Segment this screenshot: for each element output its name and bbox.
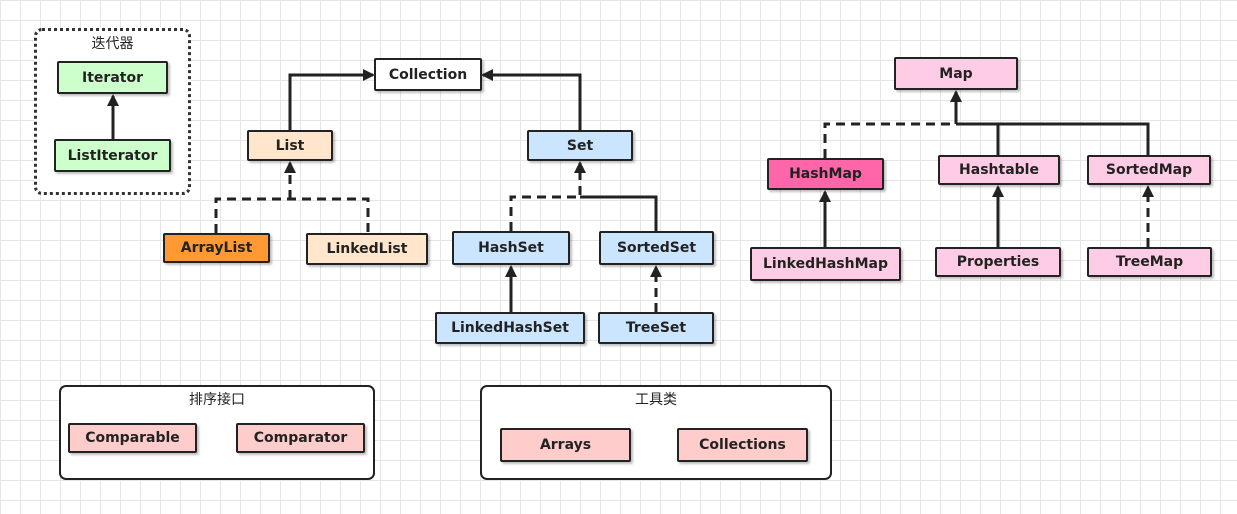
linkedlist-node[interactable]: LinkedList: [306, 233, 428, 265]
connector-arraylist-list: [214, 197, 370, 233]
comparable-node[interactable]: Comparable: [68, 423, 197, 453]
connector-hashtable-map: [956, 122, 1000, 155]
collections-node[interactable]: Collections: [677, 428, 808, 462]
linkedhashmap-node[interactable]: LinkedHashMap: [750, 247, 901, 281]
linkedhashset-node[interactable]: LinkedHashSet: [435, 312, 585, 344]
hashset-node[interactable]: HashSet: [452, 231, 570, 265]
arraylist-node[interactable]: ArrayList: [163, 233, 270, 263]
connector-sortedset-set: [580, 195, 658, 231]
connector-set-collection: [481, 69, 582, 130]
map-node[interactable]: Map: [894, 57, 1018, 90]
sort-interface-group-title: 排序接口: [189, 392, 245, 408]
listiterator-node[interactable]: ListIterator: [54, 139, 171, 172]
connector-hashmap-map: [823, 122, 956, 158]
treemap-node[interactable]: TreeMap: [1087, 247, 1212, 277]
arrays-node[interactable]: Arrays: [500, 428, 631, 462]
treeset-node[interactable]: TreeSet: [598, 312, 714, 344]
iterator-group-title: 迭代器: [91, 36, 134, 52]
collection-node[interactable]: Collection: [374, 58, 482, 91]
connector-hashset-set: [509, 161, 586, 231]
comparator-node[interactable]: Comparator: [236, 423, 365, 453]
connector-list-collection: [288, 69, 375, 130]
sortedmap-node[interactable]: SortedMap: [1087, 155, 1211, 185]
sortedset-node[interactable]: SortedSet: [599, 231, 714, 265]
properties-node[interactable]: Properties: [935, 247, 1061, 277]
tool-class-group-title: 工具类: [635, 392, 677, 408]
connector-sortedmap-map: [998, 122, 1150, 155]
set-node[interactable]: Set: [527, 130, 633, 161]
list-node[interactable]: List: [247, 130, 333, 161]
iterator-node[interactable]: Iterator: [57, 61, 168, 94]
hashmap-node[interactable]: HashMap: [767, 158, 884, 190]
hashtable-node[interactable]: Hashtable: [938, 155, 1060, 185]
